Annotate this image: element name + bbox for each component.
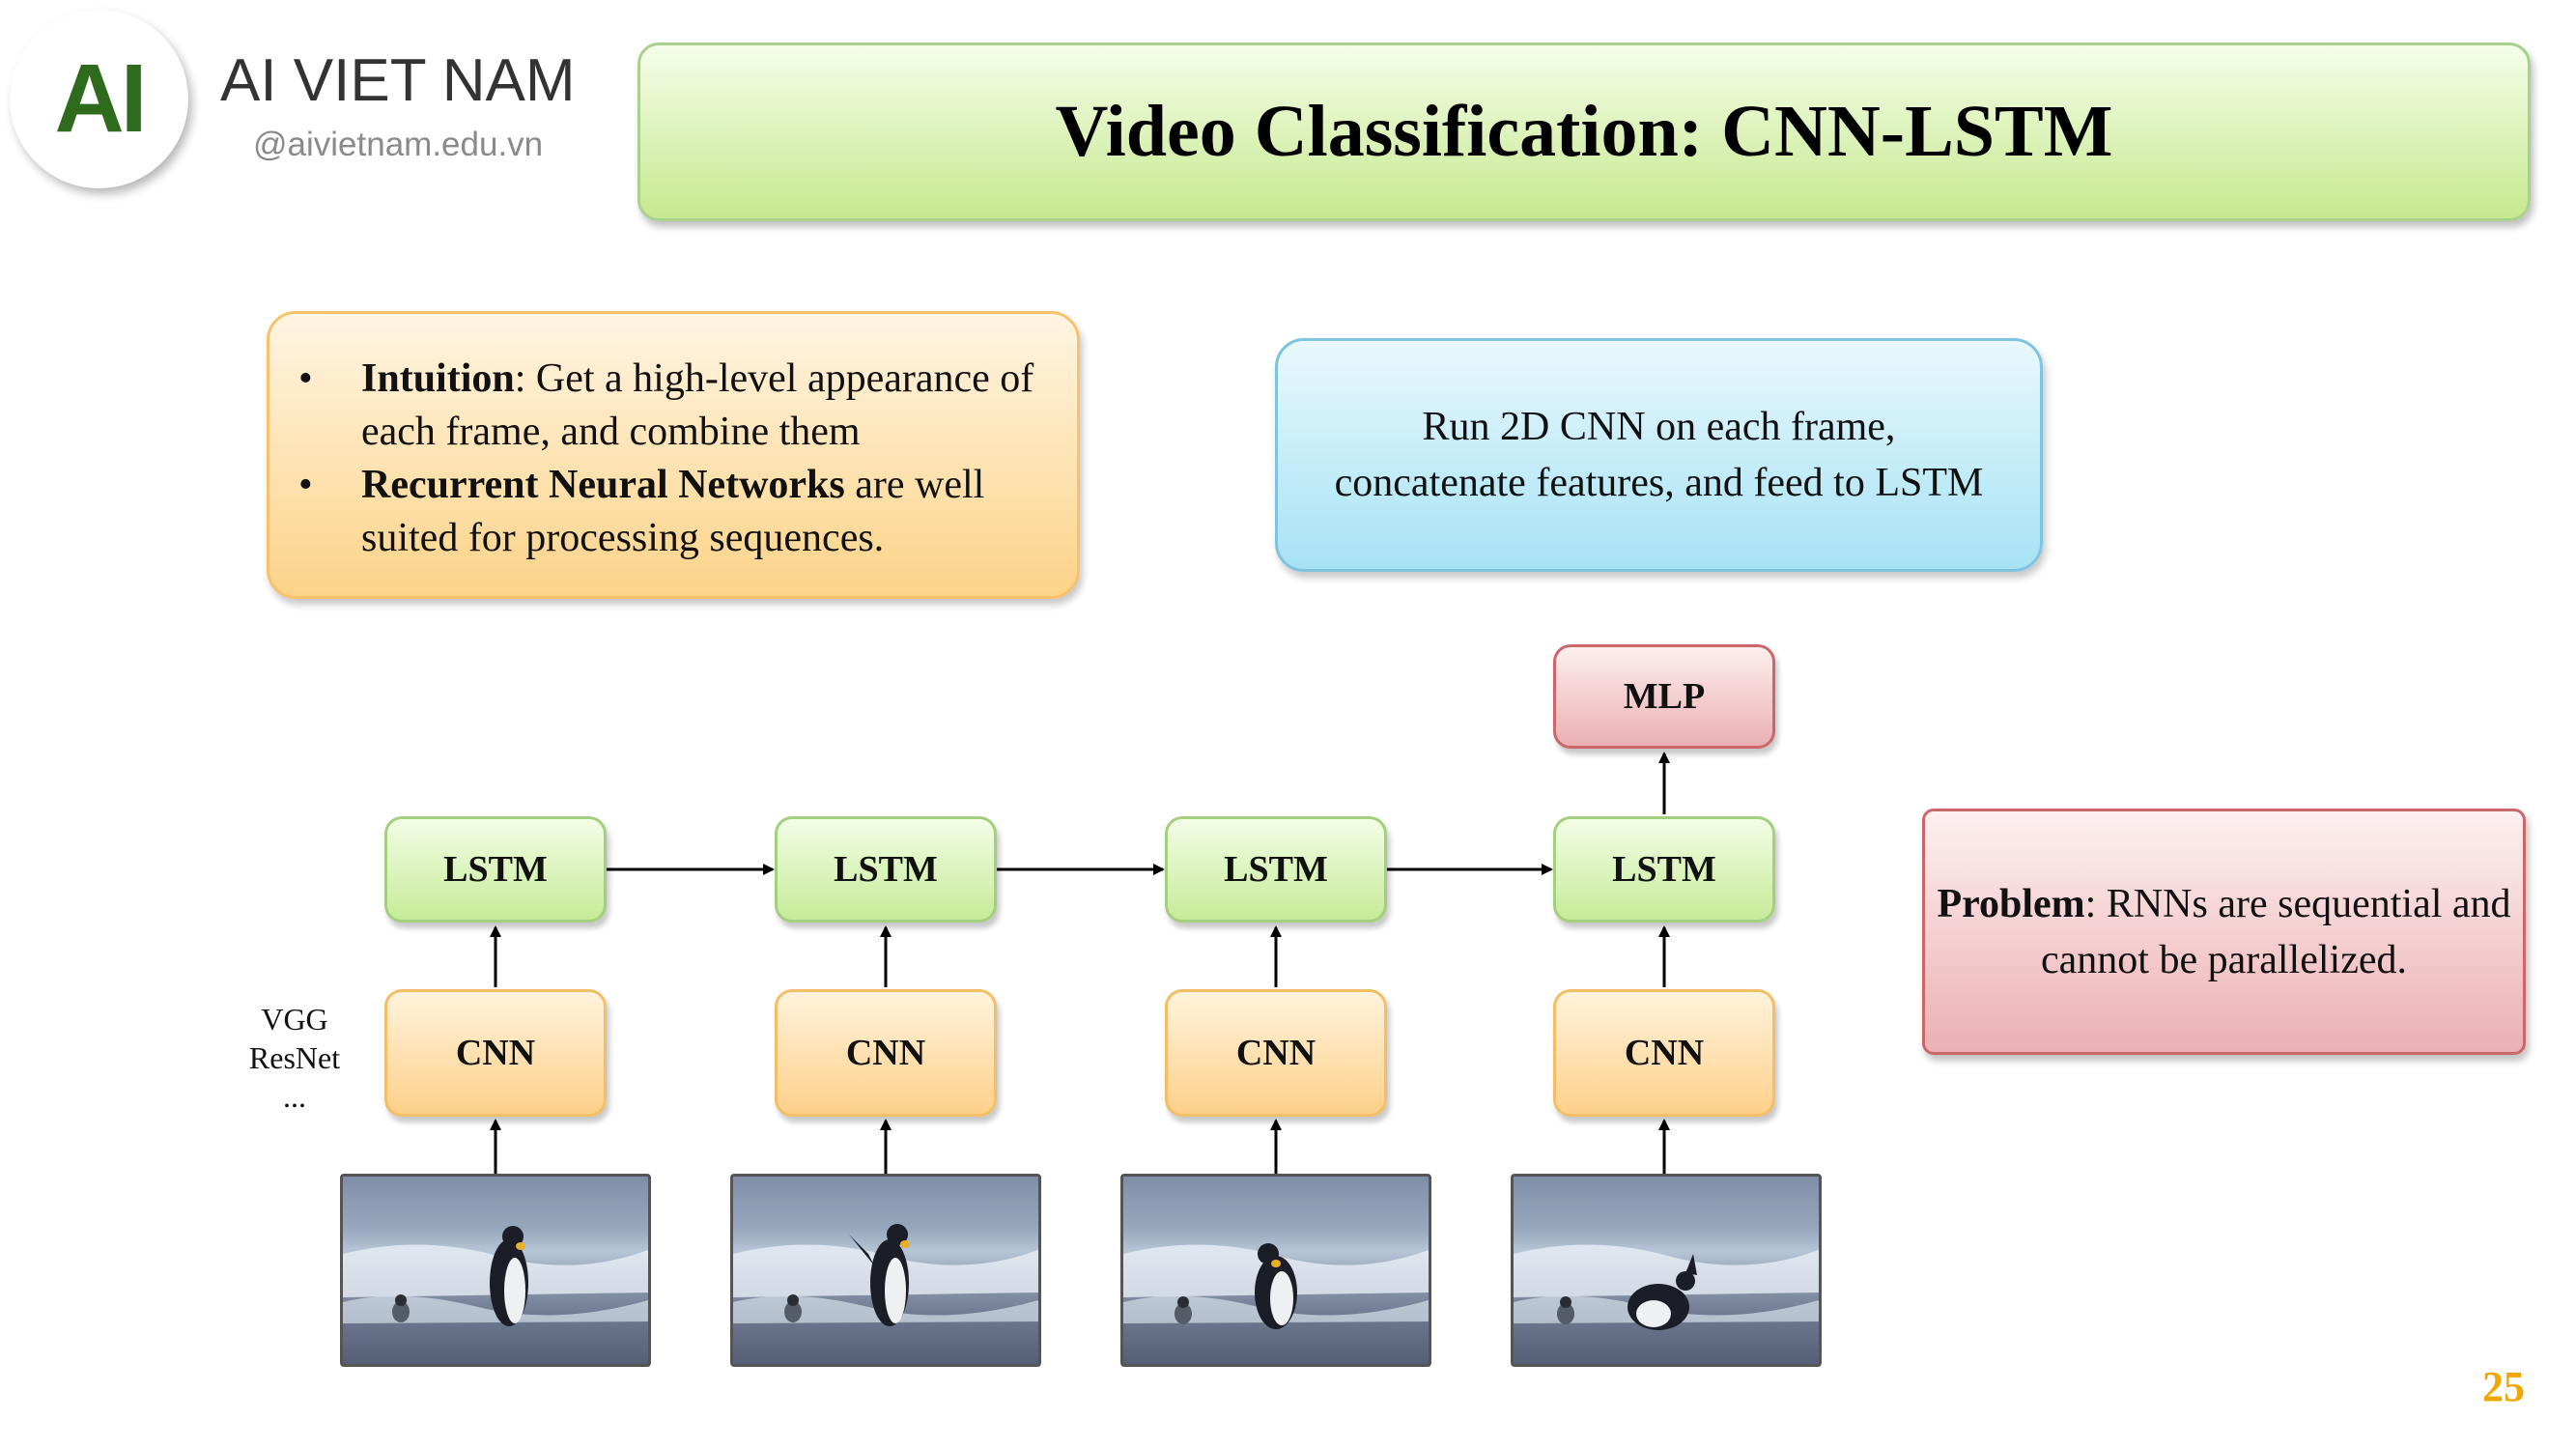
video-frame-1 <box>340 1174 651 1367</box>
bullet-intuition-bold: Intuition <box>361 356 515 401</box>
video-frame-4 <box>1511 1174 1822 1367</box>
cnn-label: CNN <box>845 1033 926 1073</box>
title-banner: Video Classification: CNN-LSTM <box>637 43 2531 221</box>
lstm-label: LSTM <box>1612 849 1716 890</box>
run-cnn-box: Run 2D CNN on each frame, concatenate fe… <box>1275 338 2043 572</box>
brand-url: @aivietnam.edu.vn <box>253 126 544 163</box>
lstm-label: LSTM <box>443 849 548 890</box>
brand-name: AI VIET NAM <box>220 47 576 114</box>
mlp-node: MLP <box>1553 644 1775 749</box>
backbone-resnet: ResNet <box>248 1040 341 1075</box>
lstm-node-4: LSTM <box>1553 816 1775 923</box>
lstm-node-1: LSTM <box>384 816 607 923</box>
bullet-intuition: • Intuition: Get a high-level appearance… <box>298 353 1058 459</box>
logo: AI <box>10 10 188 188</box>
lstm-label: LSTM <box>834 849 938 890</box>
cnn-label: CNN <box>1235 1033 1316 1073</box>
run-line-2: concatenate features, and feed to LSTM <box>1334 461 1984 505</box>
bullet-rnn-text: are well suited for processing sequences… <box>361 463 985 560</box>
bullet-dot: • <box>298 463 313 507</box>
problem-box: Problem: RNNs are sequential and cannot … <box>1922 809 2526 1055</box>
cnn-node-3: CNN <box>1165 989 1387 1117</box>
problem-text: Problem: RNNs are sequential and cannot … <box>1925 876 2523 988</box>
run-line-1: Run 2D CNN on each frame, <box>1422 405 1896 449</box>
lstm-label: LSTM <box>1224 849 1328 890</box>
cnn-node-4: CNN <box>1553 989 1775 1117</box>
penguin-image <box>1123 1243 1429 1329</box>
cnn-node-2: CNN <box>775 989 997 1117</box>
bullet-intuition-text: : Get a high-level appearance of each fr… <box>361 356 1034 454</box>
backbone-more: ... <box>283 1079 306 1114</box>
page-number: 25 <box>2482 1363 2525 1410</box>
bullet-rnn: • Recurrent Neural Networks are well sui… <box>298 459 1058 565</box>
mlp-label: MLP <box>1623 676 1706 717</box>
cnn-label: CNN <box>1624 1033 1705 1073</box>
lstm-node-3: LSTM <box>1165 816 1387 923</box>
penguin-image <box>343 1226 648 1326</box>
logo-mark: AI <box>54 44 148 153</box>
backbone-vgg: VGG <box>261 1002 328 1037</box>
video-frame-2 <box>730 1174 1041 1367</box>
penguin-image <box>1514 1244 1819 1330</box>
intuition-box: • Intuition: Get a high-level appearance… <box>267 311 1080 599</box>
penguin-image <box>733 1224 1038 1326</box>
lstm-node-2: LSTM <box>775 816 997 923</box>
slide-title: Video Classification: CNN-LSTM <box>1055 91 2113 172</box>
bullet-dot: • <box>298 356 313 401</box>
bullet-rnn-bold: Recurrent Neural Networks <box>361 463 845 507</box>
video-frame-3 <box>1120 1174 1431 1367</box>
cnn-label: CNN <box>455 1033 536 1073</box>
cnn-node-1: CNN <box>384 989 607 1117</box>
backbone-label: VGG ResNet ... <box>232 1000 357 1116</box>
problem-rest: : RNNs are sequential and cannot be para… <box>2041 881 2511 982</box>
problem-bold: Problem <box>1937 881 2085 926</box>
